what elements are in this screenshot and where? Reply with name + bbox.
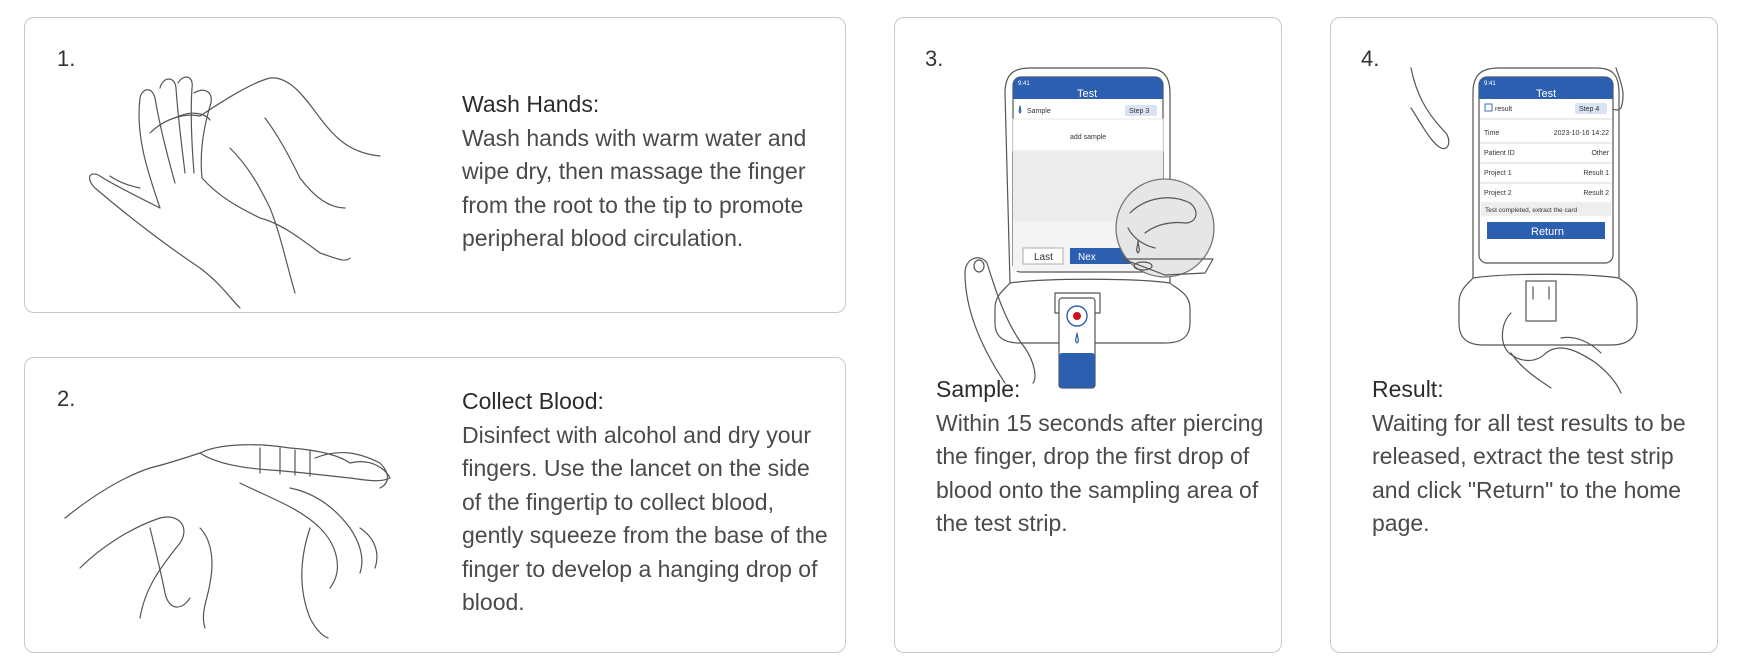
step-body: Waiting for all test results to be relea… [1372, 409, 1686, 537]
result-label: Project 2 [1484, 190, 1512, 197]
result-value: 2023-10-16 14:22 [1554, 130, 1609, 137]
device-sample-illustration: 9:41 Test Sample Step 3 add sample Last … [964, 67, 1215, 389]
collect-blood-illustration [64, 444, 391, 639]
step-heading: Result: [1372, 376, 1444, 402]
row-label: result [1495, 106, 1512, 113]
wash-hands-illustration [88, 76, 381, 309]
result-value: Other [1591, 150, 1609, 157]
screen-title: Test [1077, 88, 1097, 100]
step-badge: Step 4 [1579, 106, 1599, 113]
step-body: Disinfect with alcohol and dry your fing… [462, 421, 828, 616]
step-heading: Wash Hands: [462, 91, 600, 117]
step-number: 4. [1361, 46, 1380, 71]
result-value: Result 2 [1583, 190, 1609, 197]
status-time: 9:41 [1018, 81, 1030, 87]
step-number: 2. [57, 386, 76, 411]
step-text: Wash Hands: Wash hands with warm water a… [462, 88, 832, 256]
hint-text: add sample [1070, 134, 1106, 141]
result-label: Project 1 [1484, 170, 1512, 177]
return-button: Return [1531, 226, 1564, 238]
step-number: 3. [925, 46, 944, 71]
last-button: Last [1034, 252, 1053, 263]
result-label: Time [1484, 130, 1499, 137]
step-3-card: 3. 9:41 Test Sample Step 3 add sample La… [894, 17, 1282, 653]
step-text: Result: Waiting for all test results to … [1372, 373, 1702, 541]
step-body: Within 15 seconds after piercing the fin… [936, 409, 1264, 537]
step-2-card: 2. Collect Blood: Disinfect with alcohol… [24, 357, 846, 653]
device-result-illustration: 9:41 Test result Step 4 Time 2023-10-16 … [1410, 67, 1638, 394]
step-text: Sample: Within 15 seconds after piercing… [936, 373, 1266, 541]
completion-message: Test completed, extract the card [1485, 207, 1578, 214]
status-time: 9:41 [1484, 81, 1496, 87]
step-badge: Step 3 [1129, 108, 1149, 115]
step-body: Wash hands with warm water and wipe dry,… [462, 124, 807, 252]
step-1-card: 1. Wash Hands: Wash hands with warm wate… [24, 17, 846, 313]
step-4-card: 4. 9:41 Test result Step 4 Time 2023-10-… [1330, 17, 1718, 653]
step-text: Collect Blood: Disinfect with alcohol an… [462, 385, 832, 620]
step-heading: Sample: [936, 376, 1021, 402]
result-value: Result 1 [1583, 170, 1609, 177]
row-label: Sample [1027, 108, 1051, 115]
result-label: Patient ID [1484, 150, 1515, 157]
next-button: Nex [1078, 252, 1096, 263]
step-heading: Collect Blood: [462, 388, 604, 414]
step-number: 1. [57, 46, 76, 71]
screen-title: Test [1536, 88, 1556, 100]
